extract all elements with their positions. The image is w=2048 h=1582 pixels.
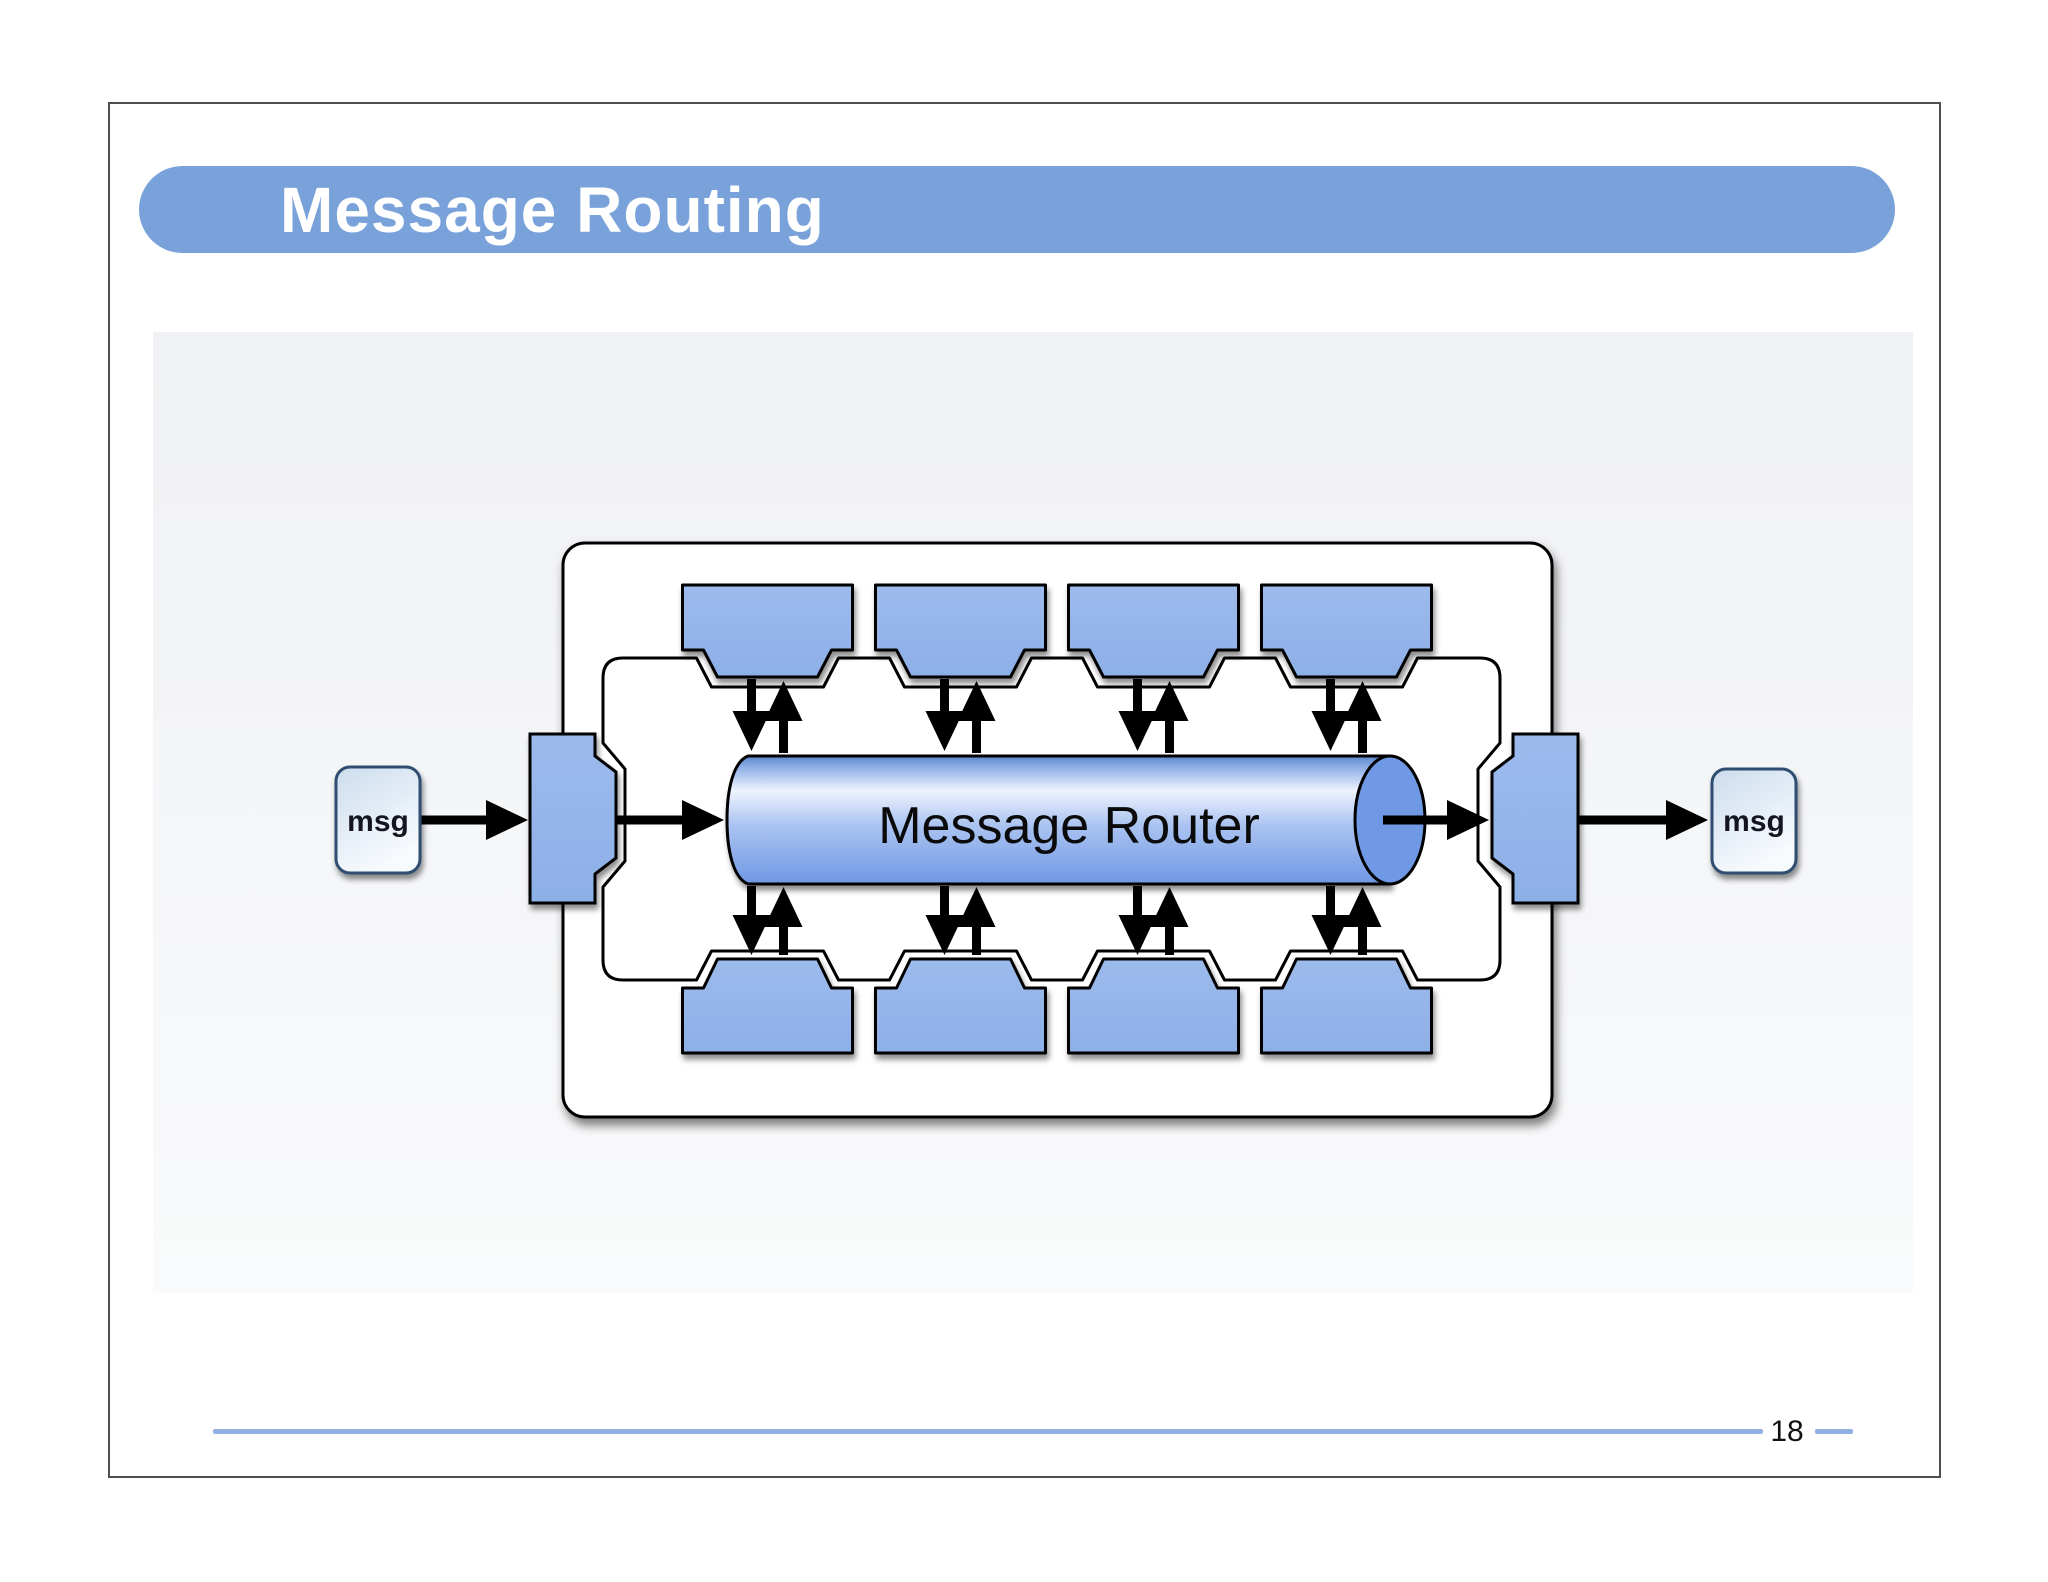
slide: Message Routing 18 (108, 102, 1941, 1478)
msg-box-output (1710, 767, 1798, 875)
footer-divider (213, 1429, 1763, 1434)
top-up-arrow-3-head (1150, 681, 1189, 721)
top-component-3 (1067, 583, 1240, 679)
msg-label-output: msg (1723, 805, 1785, 838)
top-down-arrow-4-head (1311, 711, 1350, 751)
flow-arrow-in-head (486, 800, 528, 840)
top-up-arrow-1-head (764, 681, 803, 721)
bottom-component-4 (1260, 957, 1433, 1055)
top-component-2 (874, 583, 1047, 679)
slide-title: Message Routing (280, 173, 825, 246)
bottom-down-arrow-2-head (925, 915, 964, 955)
top-down-arrow-2-head (925, 711, 964, 751)
title-bar: Message Routing (139, 166, 1895, 253)
flow-arrow-to-router-head (682, 800, 724, 840)
top-up-arrow-2-head (957, 681, 996, 721)
input-endpoint-connector (528, 732, 618, 905)
bottom-component-3 (1067, 957, 1240, 1055)
top-up-arrow-4-head (1343, 681, 1382, 721)
page-number: 18 (1770, 1415, 1804, 1448)
bottom-component-1 (681, 957, 854, 1055)
bottom-up-arrow-1-head (764, 887, 803, 927)
bottom-component-2 (874, 957, 1047, 1055)
bottom-up-arrow-3-head (1150, 887, 1189, 927)
output-endpoint-connector (1490, 732, 1580, 905)
top-component-4 (1260, 583, 1433, 679)
msg-label-input: msg (347, 805, 409, 838)
bottom-up-arrow-4-head (1343, 887, 1382, 927)
top-component-1 (681, 583, 854, 679)
message-router-cylinder (725, 754, 1392, 886)
flow-arrow-from-router-head (1447, 800, 1489, 840)
msg-box-input (334, 765, 422, 875)
top-down-arrow-3-head (1118, 711, 1157, 751)
footer-divider-short (1815, 1429, 1853, 1434)
bottom-down-arrow-3-head (1118, 915, 1157, 955)
router-label: Message Router (878, 797, 1260, 855)
top-down-arrow-1-head (732, 711, 771, 751)
flow-arrow-out-head (1666, 800, 1708, 840)
bottom-down-arrow-1-head (732, 915, 771, 955)
bottom-up-arrow-2-head (957, 887, 996, 927)
bottom-down-arrow-4-head (1311, 915, 1350, 955)
